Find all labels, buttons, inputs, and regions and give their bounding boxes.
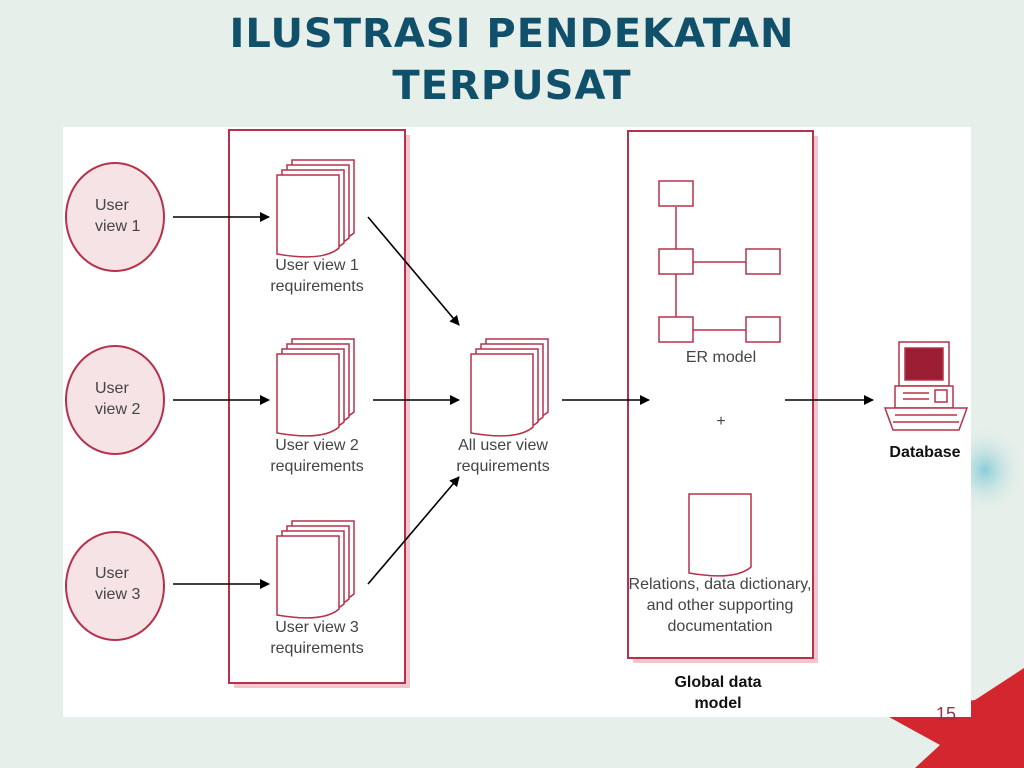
all-user-view-document-icon xyxy=(470,338,549,437)
diagram-graphics xyxy=(65,129,969,688)
user-view-1-document-icon xyxy=(276,159,355,258)
user-view-2-circle xyxy=(65,345,165,455)
arrow-req-3-to-all xyxy=(367,476,460,585)
er-model-label: ER model xyxy=(685,349,757,366)
user-view-2-document-icon xyxy=(276,338,355,437)
database-label: Database xyxy=(889,444,961,461)
user-view-1-requirements-label: User view 1 requirements xyxy=(270,257,364,295)
slide-title: ILUSTRASI PENDEKATAN TERPUSAT xyxy=(0,8,1024,112)
user-view-1-label: User view 1 xyxy=(95,197,141,235)
user-view-3-document-icon xyxy=(276,520,355,619)
user-view-3-requirements-label: User view 3 requirements xyxy=(270,619,364,657)
er-model-diagram-icon xyxy=(658,180,781,343)
user-view-2-requirements-label: User view 2 requirements xyxy=(270,437,364,475)
diagram-canvas: User view 1 User view 2 User view 3 User… xyxy=(63,127,971,717)
page-number: 15 xyxy=(936,704,957,724)
documentation-icon xyxy=(688,493,752,577)
slide-title-line-1: ILUSTRASI PENDEKATAN xyxy=(229,11,795,57)
plus-sign: + xyxy=(716,413,726,430)
user-view-1-circle xyxy=(65,162,165,272)
user-view-3-circle xyxy=(65,531,165,641)
documentation-label: Relations, data dictionary, and other su… xyxy=(628,576,812,635)
red-star-shape xyxy=(880,668,1024,768)
global-data-model-label: Global data model xyxy=(674,674,762,712)
database-computer-icon xyxy=(883,341,969,431)
user-view-2-label: User view 2 xyxy=(95,380,141,418)
user-view-3-label: User view 3 xyxy=(95,565,141,603)
all-user-view-requirements-label: All user view requirements xyxy=(456,437,550,475)
slide-title-line-2: TERPUSAT xyxy=(392,63,632,109)
arrow-req-1-to-all xyxy=(367,216,460,326)
